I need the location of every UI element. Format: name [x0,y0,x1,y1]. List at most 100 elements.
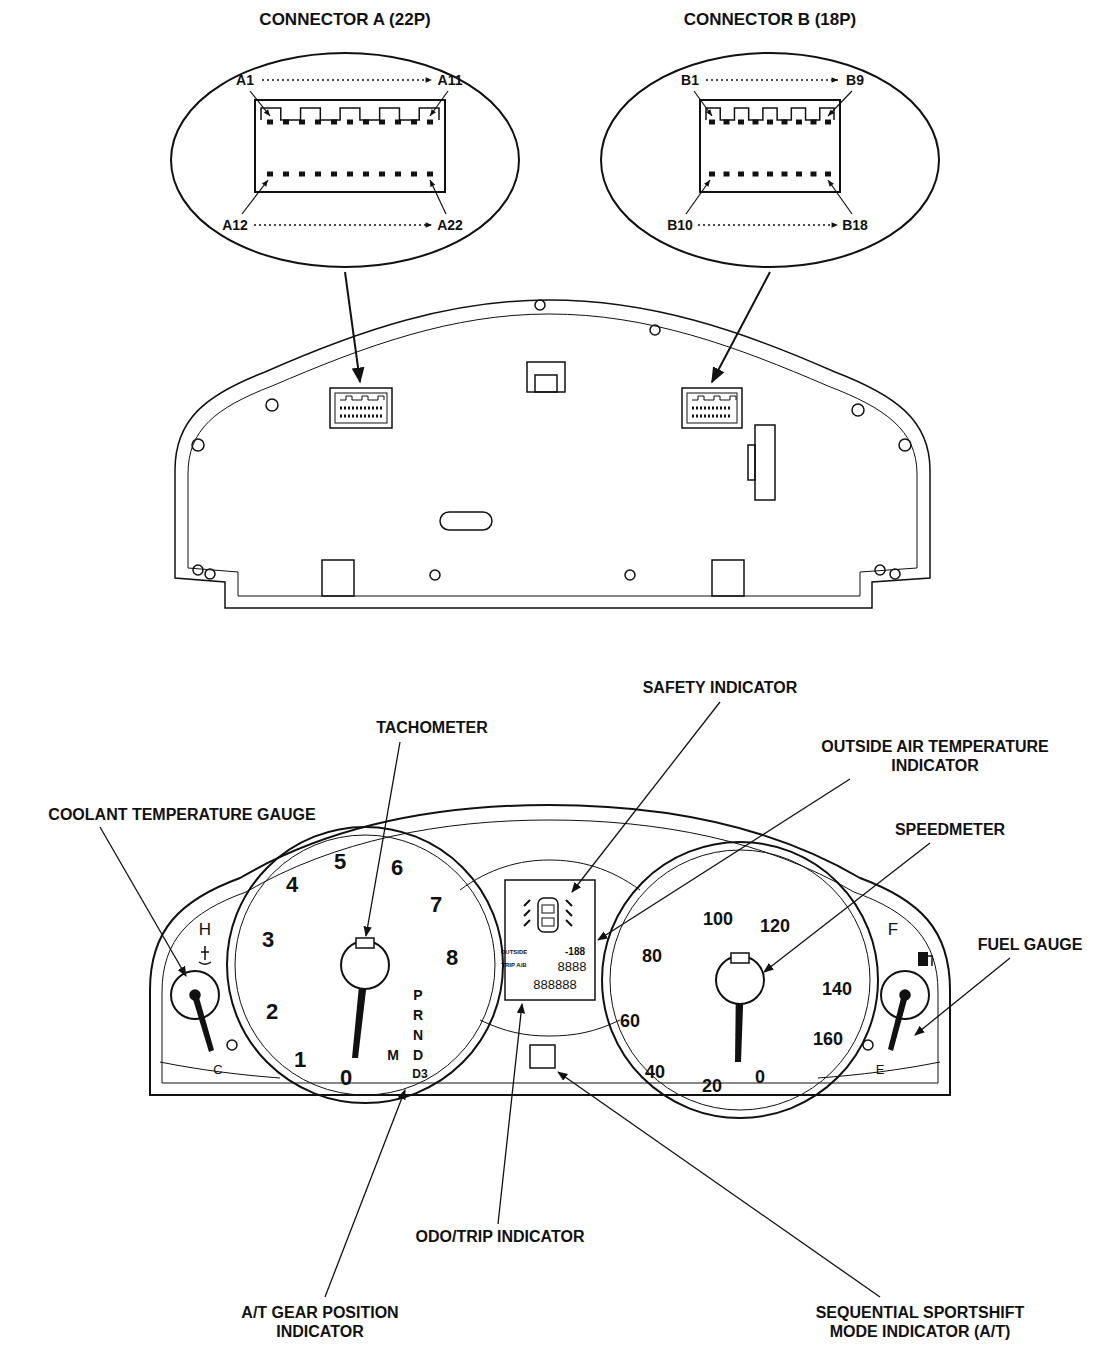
arrow-head [264,109,270,116]
connector-inset: CONNECTOR A (22P)A1A11A12A22 [170,52,520,268]
pin-terminal [767,120,773,125]
pin-terminal [363,120,369,125]
pin-label: B10 [667,217,693,234]
pin-terminal [379,120,385,125]
pin-terminal [796,172,802,177]
dial-number: 20 [702,1076,722,1098]
callout-label: ODO/TRIP INDICATOR [416,1227,585,1246]
pin-terminal [753,120,759,125]
inset-outline [600,52,940,268]
inset-ellipse [171,53,519,267]
pin-terminal [347,120,353,125]
dial-number: 0 [755,1067,765,1089]
arrow-head [426,77,432,82]
pin-label: A22 [437,217,463,234]
leader-line [262,79,432,81]
pin-terminal [709,172,715,177]
callout-label: SAFETY INDICATOR [643,678,798,697]
leader-line [686,180,710,214]
inset-ellipse [601,53,939,267]
arrow-head [426,222,432,227]
leader-line [250,91,270,116]
callout-label: TACHOMETER [376,718,488,737]
dial-number: 60 [620,1011,640,1033]
pin-terminal [825,172,831,177]
pin-terminal [363,172,369,177]
pin-terminal [411,172,417,177]
pin-terminal [331,120,337,125]
gauge-mark: E [876,1062,885,1078]
arrow-head [828,109,834,116]
pin-terminal [267,120,273,125]
pin-terminal [395,172,401,177]
callout-label: SPEEDMETER [895,820,1005,839]
callout-label: FUEL GAUGE [978,935,1083,954]
pin-label: A11 [438,72,463,89]
arrow-head [828,180,834,187]
inset-outline [170,52,520,268]
gear-letter: D [413,1047,423,1064]
pin-terminal [782,120,788,125]
pin-terminal [379,172,385,177]
arrow-head [706,109,712,116]
dial-number: 2 [266,999,278,1025]
pin-label: A12 [222,217,248,234]
leader-line [706,79,838,81]
arrow-head [262,180,268,187]
gear-letter: M [387,1047,399,1064]
callout-label: COOLANT TEMPERATURE GAUGE [48,805,315,824]
arrow-head [430,180,435,187]
leader-line [242,180,268,214]
leader-line [698,224,838,226]
connector-key [706,108,834,120]
dial-number: 6 [391,855,403,881]
gauge-mark: H [199,920,211,940]
arrow-head [832,77,838,82]
connector-inset: CONNECTOR B (18P)B1B9B10B18 [600,52,940,268]
display-text: 8888 [558,959,587,975]
leader-line [694,91,712,116]
pin-terminal [283,120,289,125]
callout-label: SEQUENTIAL SPORTSHIFT MODE INDICATOR (A/… [790,1303,1050,1341]
dial-number: 4 [286,872,298,898]
connector-body [700,100,840,192]
pin-terminal [825,120,831,125]
display-text: -188 [565,946,585,958]
pin-terminal [811,172,817,177]
callout-label: OUTSIDE AIR TEMPERATURE INDICATOR [800,737,1070,775]
pin-terminal [724,172,730,177]
pin-terminal [767,172,773,177]
pin-terminal [315,172,321,177]
pin-terminal [811,120,817,125]
pin-terminal [427,120,433,125]
pin-terminal [315,120,321,125]
pin-terminal [267,172,273,177]
dial-number: 7 [430,892,442,918]
arrow-head [704,180,710,187]
dial-number: 5 [334,849,346,875]
dial-number: 120 [760,916,790,938]
gear-letter: N [413,1027,423,1044]
pin-label: B18 [842,217,868,234]
pin-terminal [283,172,289,177]
dial-number: 3 [262,927,274,953]
dial-number: 140 [822,979,852,1001]
gauge-mark: F [888,920,898,940]
pin-terminal [738,120,744,125]
dial-number: 0 [340,1065,352,1091]
leader-line [828,180,852,214]
pin-terminal [299,120,305,125]
connector-title: CONNECTOR A (22P) [259,10,430,30]
pin-terminal [331,172,337,177]
leader-line [254,224,432,226]
dial-number: 160 [813,1029,843,1051]
connector-title: CONNECTOR B (18P) [684,10,857,30]
pin-label: B1 [681,72,699,89]
pin-terminal [753,172,759,177]
pin-terminal [395,120,401,125]
leader-line [430,180,446,214]
dial-number: 100 [703,909,733,931]
leader-line [828,91,852,116]
